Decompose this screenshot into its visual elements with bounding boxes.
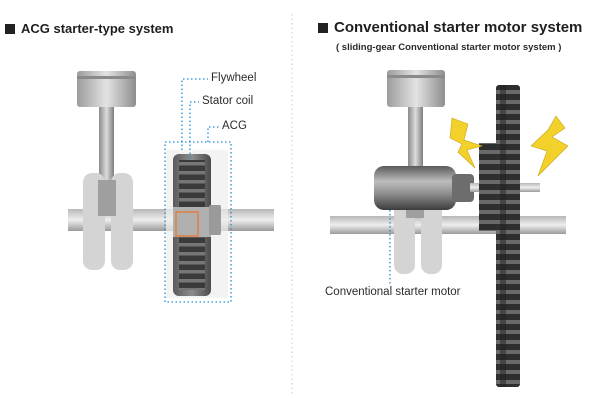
- acg-system-diagram: [68, 71, 274, 303]
- acg-heading: ACG starter-type system: [5, 21, 173, 36]
- conventional-subheading: ( sliding-gear Conventional starter moto…: [336, 42, 562, 53]
- lightning-icon-right: [530, 115, 569, 177]
- conventional-heading: Conventional starter motor system: [318, 19, 582, 36]
- acg-outline: [164, 141, 232, 303]
- flywheel-label: Flywheel: [211, 72, 257, 84]
- acg-heading-text: ACG starter-type system: [21, 21, 174, 36]
- motor-end-cap: [452, 174, 474, 202]
- flywheel-callout-line: [181, 78, 208, 150]
- piston-right: [387, 70, 445, 107]
- square-bullet-icon: [5, 24, 15, 34]
- piston: [77, 71, 136, 107]
- flywheel-hub: [209, 205, 221, 235]
- piston-ring: [77, 76, 136, 79]
- starter-pinion-gear: [479, 143, 499, 231]
- stator-coil-label: Stator coil: [202, 95, 254, 107]
- stator-highlight: [175, 211, 199, 237]
- stator-callout-line: [189, 101, 199, 158]
- starter-motor-label: Conventional starter motor: [325, 286, 461, 298]
- conventional-heading-text: Conventional starter motor system: [334, 19, 583, 36]
- ring-gear-face: [500, 85, 506, 387]
- crank-pin: [98, 180, 116, 216]
- crank-web-right: [111, 173, 133, 270]
- lightning-icon-left: [449, 117, 484, 169]
- conventional-system-diagram: [330, 70, 569, 387]
- acg-callout-line: [207, 126, 219, 142]
- acg-label: ACG: [222, 120, 247, 132]
- piston-ring-right: [387, 75, 445, 78]
- square-bullet-icon: [318, 23, 328, 33]
- ring-gear: [496, 85, 520, 387]
- starter-motor: [374, 166, 456, 210]
- connecting-rod: [99, 107, 114, 189]
- crankshaft-right: [330, 216, 566, 234]
